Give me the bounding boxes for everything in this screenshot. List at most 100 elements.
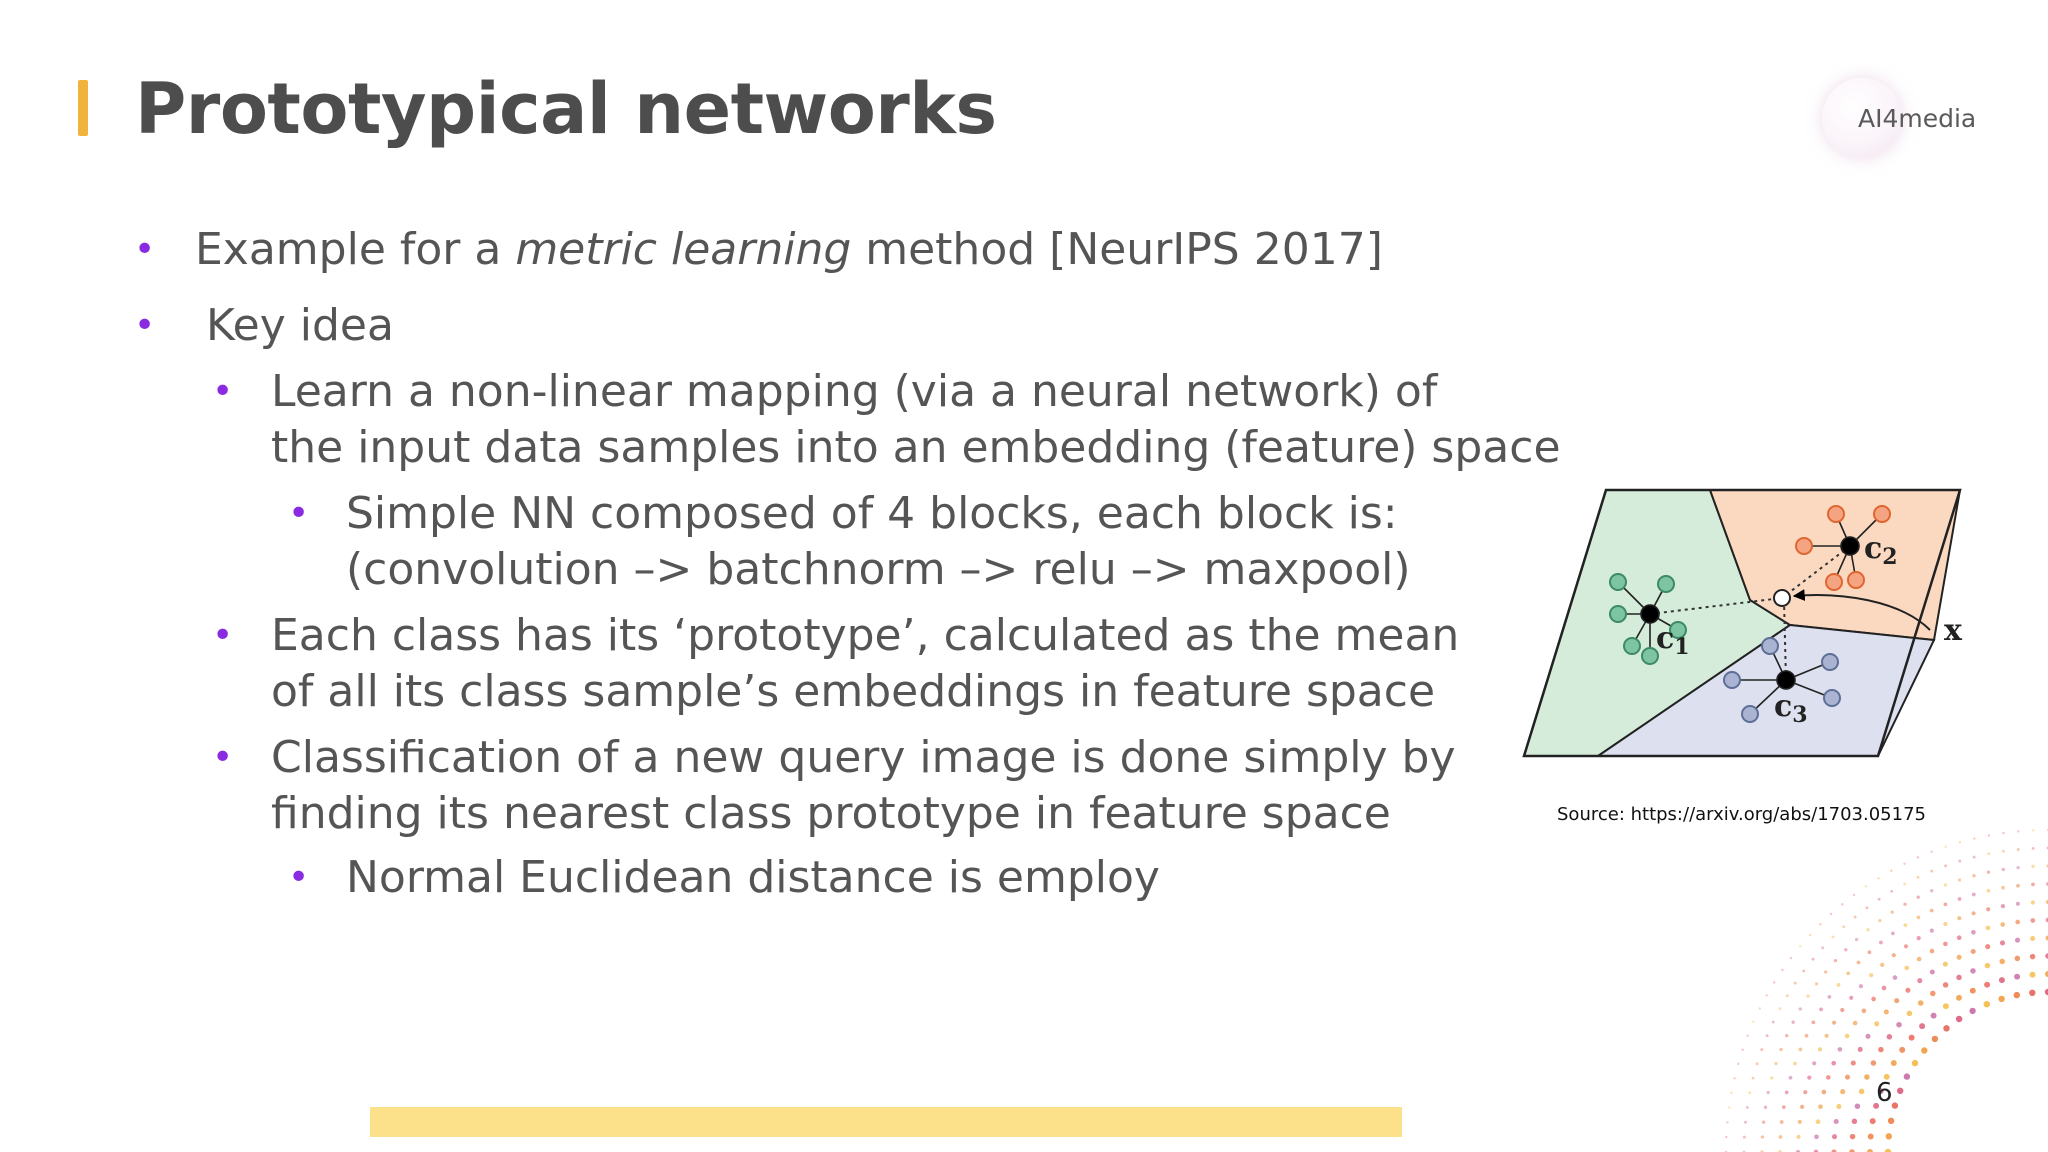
decorative-dot	[1878, 918, 1882, 923]
decorative-dot	[1818, 1104, 1823, 1110]
decorative-dot	[1970, 968, 1976, 974]
decorative-dot	[2045, 971, 2048, 977]
decorative-dot	[1903, 902, 1907, 906]
decorative-dot	[1879, 940, 1883, 945]
decorative-dot	[1971, 892, 1976, 897]
decorative-dot	[1891, 953, 1896, 958]
decorative-dot	[1858, 1088, 1865, 1095]
bullet-item-6-line-2: finding its nearest class prototype in f…	[271, 788, 1391, 839]
decorative-dot	[1817, 1047, 1823, 1052]
decorative-dot	[1842, 925, 1846, 929]
decorative-dot	[1778, 1135, 1783, 1139]
decorative-dot	[1755, 1062, 1759, 1066]
decorative-dot	[1821, 946, 1825, 950]
decorative-dot	[1819, 923, 1822, 926]
decorative-dot	[1781, 1105, 1786, 1109]
decorative-dot	[1931, 1035, 1939, 1043]
decorative-dot	[2001, 849, 2005, 853]
decorative-dot	[1833, 958, 1838, 963]
decorative-dot	[1864, 1074, 1870, 1080]
decorative-dot	[1779, 1047, 1783, 1052]
decorative-dot	[1772, 981, 1776, 984]
decorative-dot	[1758, 1007, 1762, 1010]
decorative-dot	[2045, 899, 2048, 905]
decorative-dot	[1854, 937, 1859, 942]
decorative-dot	[1824, 1033, 1829, 1038]
prototypical-networks-diagram: c1 c2 c3 x	[1522, 488, 1963, 758]
decorative-dot	[1958, 859, 1962, 863]
decorative-dot	[1803, 1090, 1808, 1095]
decorative-dot	[1944, 864, 1948, 868]
decorative-dot	[1742, 1135, 1746, 1139]
decorative-dot	[2031, 829, 2035, 832]
label-c2: c2	[1864, 531, 1898, 570]
decorative-dot	[2030, 918, 2036, 923]
decorative-dot	[1765, 994, 1768, 997]
decorative-dot	[2013, 991, 2020, 999]
decorative-dot	[1831, 935, 1835, 939]
ai4media-logo	[1822, 78, 1902, 158]
decorative-dot	[1829, 912, 1833, 916]
decorative-dot	[2031, 846, 2035, 850]
decorative-dot	[1956, 994, 1962, 1001]
decorative-dot	[1930, 850, 1933, 853]
cluster-class-1	[1609, 573, 1687, 665]
bullet-item-2: Key idea	[206, 300, 394, 351]
decorative-dot	[1831, 1060, 1837, 1066]
decorative-dot	[1795, 1149, 1801, 1152]
decorative-dot	[1811, 957, 1815, 961]
decorative-dot	[1813, 1149, 1819, 1152]
decorative-dot	[1890, 910, 1894, 914]
decorative-dot	[1999, 940, 2006, 946]
decorative-dot	[1856, 960, 1861, 965]
decorative-dot	[2002, 831, 2005, 835]
decorative-dot	[2016, 883, 2020, 888]
decorative-dot	[2044, 988, 2048, 996]
decorative-dot	[2001, 885, 2005, 890]
decorative-dot	[1878, 1046, 1884, 1053]
decorative-dot	[2015, 919, 2021, 925]
cluster-class-2	[1795, 505, 1891, 591]
decorative-dot	[1825, 1075, 1831, 1080]
decorative-dot	[1874, 1021, 1880, 1027]
decorative-dot	[1930, 990, 1936, 997]
decorative-dot	[1877, 897, 1881, 901]
logo-label: AI4media	[1858, 104, 1977, 133]
decorative-dot	[1844, 1033, 1850, 1039]
decorative-dot	[1891, 931, 1895, 936]
decorative-dot	[1798, 1007, 1802, 1011]
decorative-dot	[1903, 944, 1909, 949]
decorative-dot	[2000, 904, 2005, 909]
decorative-dot	[1774, 1061, 1778, 1066]
decorative-dot	[1881, 985, 1887, 991]
decorative-dot	[1752, 1020, 1755, 1024]
decorative-dot	[1725, 1135, 1728, 1139]
decorative-dot	[2045, 917, 2048, 923]
bullet-item-1: Example for a metric learning method [Ne…	[195, 222, 1383, 278]
decorative-dot	[1854, 1103, 1861, 1109]
decorative-dot	[1748, 1091, 1752, 1095]
decorative-dot	[1904, 965, 1910, 971]
decorative-dot	[1832, 1020, 1837, 1025]
decorative-dot	[2030, 900, 2035, 905]
region-outline	[1522, 488, 1962, 758]
decorative-dot	[1903, 923, 1908, 927]
decorative-dot	[1987, 852, 1991, 856]
decorative-dot	[1864, 885, 1868, 888]
decorative-dot	[1903, 1073, 1911, 1080]
decorative-dot	[1956, 954, 1962, 960]
bottom-accent-bar	[370, 1107, 1402, 1137]
decorative-dot	[2045, 953, 2048, 959]
decorative-dot	[1788, 1075, 1793, 1080]
decorative-dot	[1929, 948, 1935, 954]
decorative-dot	[1984, 981, 1991, 988]
decorative-dot	[1943, 1025, 1950, 1032]
decorative-dot	[1930, 1012, 1937, 1019]
decorative-dot	[1916, 856, 1920, 859]
decorative-dot	[1905, 987, 1911, 993]
decorative-dot	[1973, 837, 1976, 840]
decorative-dot	[1987, 834, 1991, 837]
decorative-dot	[1849, 995, 1854, 1000]
decorative-dot	[1730, 1091, 1733, 1095]
